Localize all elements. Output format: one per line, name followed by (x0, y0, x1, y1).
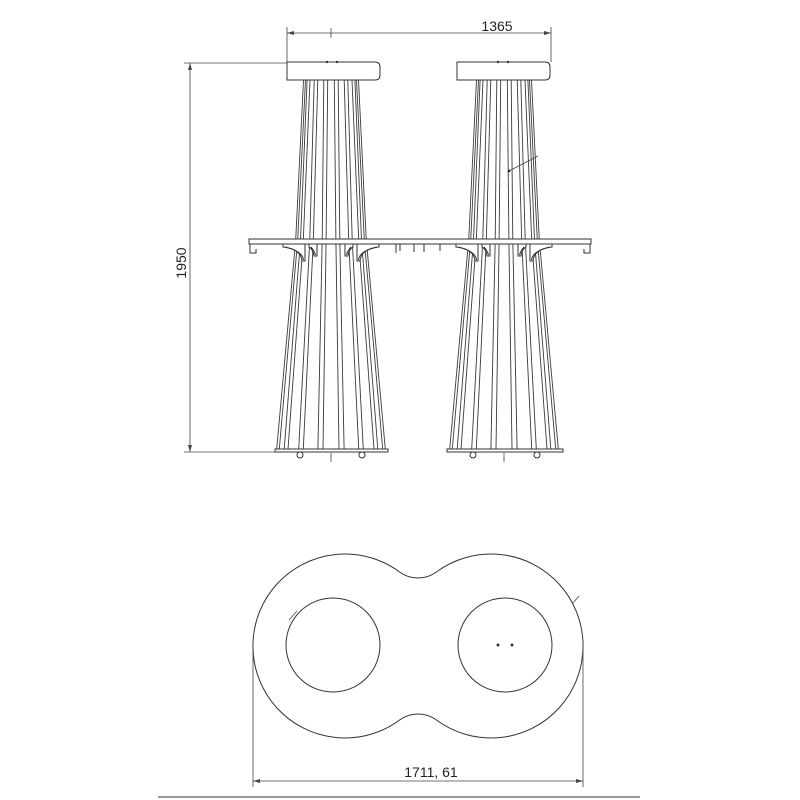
plan-inner-circle-left (285, 597, 381, 693)
bracket-group (282, 243, 553, 262)
top-cap-right (456, 61, 551, 81)
plan-tick-mark (572, 595, 580, 604)
dimension-arrow (253, 779, 260, 783)
dimension-height: 1950 (173, 62, 287, 453)
elevation-view (248, 60, 592, 462)
top-cap-left (286, 61, 381, 81)
cap-fixing-dot (335, 60, 339, 64)
table-bracket-inner-curve (346, 246, 352, 256)
table-bracket-inner-curve (519, 246, 525, 256)
table-plate (248, 238, 592, 245)
plan-center-dot (510, 643, 514, 647)
slat-edge (343, 79, 360, 450)
dimension-arrow (188, 445, 192, 452)
table-droppers (395, 244, 441, 253)
base-plate-left (274, 448, 389, 453)
foot-right-1 (469, 451, 477, 459)
slat-edge (510, 79, 518, 450)
plan-view (252, 553, 584, 739)
plan-inner-circle-right (457, 597, 553, 693)
slat-edge (490, 79, 498, 450)
table-bracket-inner-curve (483, 246, 489, 256)
table-bracket-inner-curve (358, 246, 378, 261)
slat-edge (475, 79, 492, 450)
cap-fixing-dot (325, 60, 329, 64)
base-plate-right (446, 448, 564, 453)
plan-outer-outline (252, 553, 584, 739)
foot-left-2 (358, 451, 366, 459)
slat-edge (322, 79, 329, 450)
dimension-arrow (287, 31, 294, 35)
slat-edge (516, 79, 533, 450)
slat-edge (317, 79, 325, 450)
slat-edge (531, 79, 559, 450)
cap-fixing-dot (506, 60, 510, 64)
table-bracket-inner-curve (310, 246, 316, 256)
foot-right-2 (533, 451, 541, 459)
dimension-label-height: 1950 (173, 247, 189, 278)
plan-center-dot (496, 643, 500, 647)
table-bracket-inner-curve (457, 246, 477, 261)
table-end-hook-right (583, 244, 591, 254)
slat-edge (302, 79, 319, 450)
table-end-hook-left (249, 244, 257, 254)
leader-line (508, 155, 539, 172)
cap-fixing-dot (496, 60, 500, 64)
dimension-plan-width: 1711, 61 (252, 640, 584, 787)
dimension-label-width: 1365 (481, 18, 512, 34)
dimension-arrow (576, 779, 583, 783)
slat-edge (506, 79, 513, 450)
foot-left-1 (296, 451, 304, 459)
slat-group (276, 79, 559, 450)
dimension-top-width: 1365 (286, 18, 552, 62)
dimension-arrow (544, 31, 551, 35)
slat-edge (333, 79, 340, 450)
table-bracket-inner-curve (284, 246, 304, 261)
slat-edge (449, 79, 477, 450)
slat-edge (495, 79, 502, 450)
leader-dot (507, 169, 511, 173)
table-bracket-inner-curve (531, 246, 551, 261)
slat-edge (276, 79, 304, 450)
dimension-arrow (188, 63, 192, 70)
slat-edge (358, 79, 386, 450)
dimension-label-plan-width: 1711, 61 (404, 764, 458, 780)
plan-tick-mark (288, 610, 298, 621)
slat-edge (337, 79, 345, 450)
